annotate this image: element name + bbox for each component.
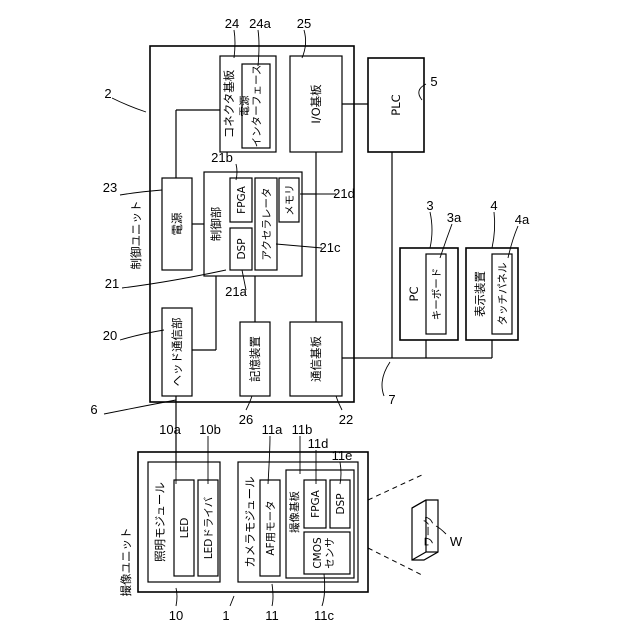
led-label: LED <box>179 518 191 539</box>
ref-25: 25 <box>297 16 311 31</box>
ref-23: 23 <box>103 180 117 195</box>
storage-label: 記憶装置 <box>248 336 262 382</box>
ref-21c: 21c <box>320 240 341 255</box>
ref-24: 24 <box>225 16 239 31</box>
ref-4a: 4a <box>515 212 530 227</box>
ref-5: 5 <box>430 74 437 89</box>
memory-label: メモリ <box>284 184 296 216</box>
keyboard-label: キーボード <box>431 268 443 321</box>
cmos-sensor-label: CMOSセンサ <box>312 537 336 569</box>
ref-W: W <box>450 534 463 549</box>
ref-11d: 11d <box>308 436 329 451</box>
lighting-module-label: 照明モジュール <box>153 482 167 562</box>
ref-21d: 21d <box>333 186 355 201</box>
ref-3a: 3a <box>447 210 462 225</box>
ref-21: 21 <box>105 276 119 291</box>
fpga-label: FPGA <box>236 185 248 214</box>
touch-panel-label: タッチパネル <box>497 263 509 326</box>
plc-label: PLC <box>389 94 403 115</box>
network-wiring <box>342 104 492 358</box>
ref-11a: 11a <box>262 422 283 437</box>
pc-label: PC <box>407 287 421 302</box>
control-unit-label: 制御ユニット <box>129 201 143 270</box>
ref-20: 20 <box>103 328 117 343</box>
imaging-unit-label: 撮像ユニット <box>119 528 133 597</box>
camera-module-label: カメラモジュール <box>243 476 257 567</box>
ref-11c: 11c <box>314 608 334 623</box>
connector-board-label: コネクタ基板 <box>222 69 236 138</box>
dsp-label: DSP <box>236 238 248 259</box>
ref-7: 7 <box>388 392 395 407</box>
ref-24a: 24a <box>249 16 271 31</box>
ref-10b: 10b <box>199 422 221 437</box>
ref-2: 2 <box>104 86 111 101</box>
ref-4: 4 <box>490 198 497 213</box>
imaging-board-label: 撮像基板 <box>288 491 301 533</box>
power-label: 電源 <box>170 212 184 235</box>
led-driver-label: LEDドライバ <box>203 496 215 559</box>
ref-11b: 11b <box>292 422 313 437</box>
ref-21b: 21b <box>211 150 233 165</box>
ref-3: 3 <box>426 198 433 213</box>
img-dsp-label: DSP <box>335 493 347 514</box>
display-device-label: 表示装置 <box>473 271 487 317</box>
ref-22: 22 <box>339 412 353 427</box>
accelerator-label: アクセラレータ <box>261 188 273 261</box>
io-board-label: I/O基板 <box>309 84 323 124</box>
comm-board-label: 通信基板 <box>309 336 323 382</box>
ref-10a: 10a <box>159 422 181 437</box>
img-fpga-label: FPGA <box>310 489 322 518</box>
head-comm-label: ヘッド通信部 <box>170 318 184 387</box>
control-section-label: 制御部 <box>209 207 223 242</box>
af-motor-label: AF用モータ <box>265 500 277 555</box>
ref-1: 1 <box>222 608 229 623</box>
control-unit-wiring <box>176 110 316 350</box>
ref-6: 6 <box>90 402 97 417</box>
field-of-view <box>368 474 424 576</box>
ref-11e: 11e <box>332 448 353 463</box>
work-label: ワーク <box>423 515 435 547</box>
ref-26: 26 <box>239 412 253 427</box>
ref-21a: 21a <box>225 284 247 299</box>
ref-10: 10 <box>169 608 183 623</box>
ref-11: 11 <box>265 608 279 623</box>
